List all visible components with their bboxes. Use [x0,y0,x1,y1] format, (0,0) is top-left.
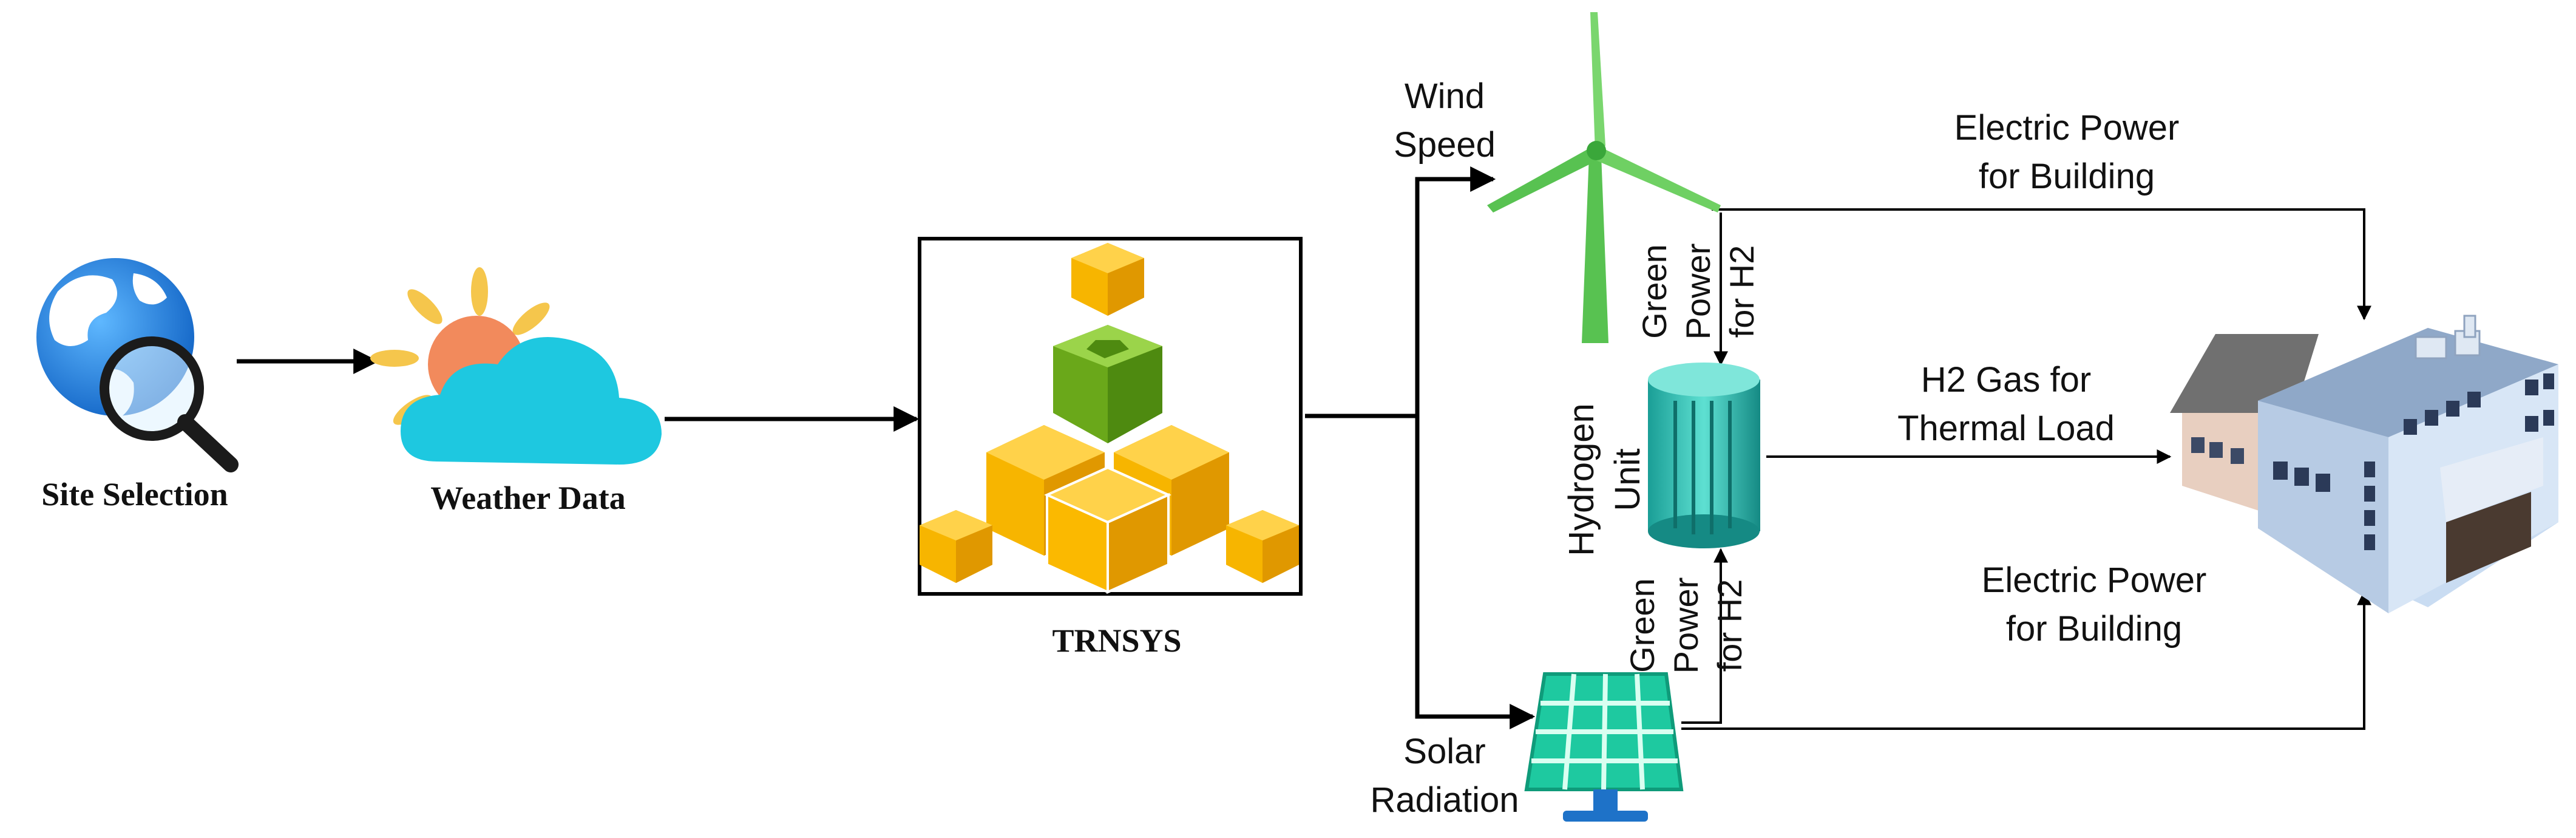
stacked-cubes-icon [920,243,1299,594]
arrow-solar-to-hydrogen [1681,548,1728,724]
h2-gas-label: H2 Gas for Thermal Load [1897,360,2115,448]
wind-speed-label: Wind Speed [1394,77,1496,165]
svg-text:for H2: for H2 [1723,245,1761,338]
solar-panel-icon [1524,672,1684,822]
svg-text:Thermal Load: Thermal Load [1897,409,2115,448]
sun-cloud-icon [370,267,662,465]
svg-text:Power: Power [1679,244,1717,340]
svg-text:Wind: Wind [1405,77,1485,116]
globe-magnifier-icon [36,258,239,472]
arrow-to-solar [1415,416,1536,729]
trnsys-label: TRNSYS [1052,622,1181,659]
electric-power-top-label: Electric Power for Building [1954,108,2180,196]
svg-text:Electric Power: Electric Power [1954,108,2180,148]
svg-text:Green: Green [1635,244,1673,339]
svg-text:Electric Power: Electric Power [1982,560,2207,600]
arrow-wind-to-building [1712,208,2371,321]
svg-text:for H2: for H2 [1710,579,1749,672]
svg-text:Hydrogen: Hydrogen [1562,403,1601,556]
electric-power-bottom-label: Electric Power for Building [1982,560,2207,649]
svg-text:for Building: for Building [2006,609,2182,649]
arrow-to-wind [1415,166,1496,416]
green-power-h2-top-label: Green Power for H2 [1635,244,1761,340]
wind-turbine-icon [1487,12,1721,343]
svg-text:H2 Gas for: H2 Gas for [1921,360,2091,400]
weather-data-label: Weather Data [430,480,625,516]
solar-radiation-label: Solar Radiation [1370,732,1519,820]
hydrogen-tank-icon [1648,363,1760,548]
svg-text:Speed: Speed [1394,125,1496,165]
hydrogen-unit-label: Hydrogen Unit [1562,403,1647,556]
site-selection-label: Site Selection [41,476,228,513]
arrow-solar-to-building [1681,590,2371,730]
svg-text:Power: Power [1667,577,1705,674]
svg-text:Green: Green [1623,578,1661,673]
connectors [237,166,2371,730]
svg-text:Radiation: Radiation [1370,780,1519,820]
svg-text:Solar: Solar [1403,732,1485,771]
svg-text:Unit: Unit [1608,448,1647,511]
building-icon [2170,315,2558,613]
green-power-h2-bottom-label: Green Power for H2 [1623,577,1749,674]
svg-text:for Building: for Building [1979,157,2155,196]
